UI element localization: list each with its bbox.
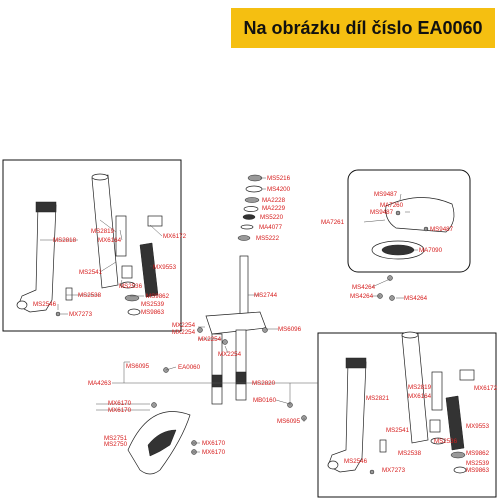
part-label: MX6170 bbox=[202, 440, 226, 447]
part-label: MS2541 bbox=[386, 427, 410, 434]
part-label: MS4200 bbox=[267, 186, 291, 193]
right-fork-spring bbox=[445, 395, 465, 451]
part-label: MS2818 bbox=[53, 237, 77, 244]
part-label: MS2750 bbox=[104, 441, 128, 448]
part-label: MS2819 bbox=[91, 228, 115, 235]
part-label: MX2254 bbox=[218, 351, 242, 358]
part-label: MS2546 bbox=[344, 458, 368, 465]
part-label: MX6164 bbox=[98, 237, 122, 244]
part-label: MS9863 bbox=[141, 309, 165, 316]
accessory-base bbox=[371, 240, 425, 260]
part-label: MS9862 bbox=[466, 450, 490, 457]
part-label: MA7090 bbox=[419, 247, 443, 254]
part-label: MS2744 bbox=[254, 292, 278, 299]
part-label: MX9553 bbox=[466, 423, 490, 430]
front-fender bbox=[127, 411, 191, 475]
part-label: MS2546 bbox=[33, 301, 57, 308]
part-label: MS2751 bbox=[104, 435, 128, 442]
part-label: MS2538 bbox=[78, 292, 102, 299]
part-label: MX6172 bbox=[474, 385, 498, 392]
part-label: MS5222 bbox=[256, 235, 280, 242]
part-label: MS2541 bbox=[79, 269, 103, 276]
left-fork-slider bbox=[16, 201, 57, 313]
banner-text: Na obrázku díl číslo EA0060 bbox=[243, 18, 483, 38]
part-label: MS6096 bbox=[278, 326, 302, 333]
part-label: MA4077 bbox=[259, 224, 283, 231]
part-label: MS2536 bbox=[119, 283, 143, 290]
steering-stack bbox=[237, 174, 263, 241]
part-label: MX6170 bbox=[108, 400, 132, 407]
part-label: MA7261 bbox=[321, 219, 345, 226]
left-fork-spring bbox=[139, 242, 159, 298]
left-fork-detail-box bbox=[2, 159, 182, 332]
left-fork-tube bbox=[91, 173, 119, 289]
part-label: MA2229 bbox=[262, 205, 286, 212]
part-label: EA0060 bbox=[178, 364, 201, 371]
part-label: MS2539 bbox=[466, 460, 490, 467]
part-label: MA7260 bbox=[380, 202, 404, 209]
part-label: MX6170 bbox=[202, 449, 226, 456]
part-label: MX6170 bbox=[108, 407, 132, 414]
part-label: MS2538 bbox=[398, 450, 422, 457]
part-label: MS9863 bbox=[466, 467, 490, 474]
right-fork-tube bbox=[401, 331, 429, 444]
part-label: MX7273 bbox=[382, 467, 406, 474]
part-label: MS4264 bbox=[350, 293, 374, 300]
part-label: MX6172 bbox=[163, 233, 187, 240]
part-label: MS2820 bbox=[252, 380, 276, 387]
accessory-detail-box bbox=[347, 169, 471, 273]
part-label: MX6164 bbox=[408, 393, 432, 400]
lead-lines bbox=[40, 177, 428, 453]
part-label: MX7273 bbox=[69, 311, 93, 318]
part-label: MS9487 bbox=[370, 209, 394, 216]
right-fork-small-parts bbox=[369, 369, 475, 475]
part-label: MX2254 bbox=[172, 322, 196, 329]
part-label: MS4264 bbox=[404, 295, 428, 302]
part-label: MS4264 bbox=[352, 284, 376, 291]
part-label: MS6095 bbox=[126, 363, 150, 370]
part-label: MS6095 bbox=[277, 418, 301, 425]
part-label: MS9862 bbox=[146, 293, 170, 300]
part-label: MS5216 bbox=[267, 175, 291, 182]
part-label: MS5220 bbox=[260, 214, 284, 221]
accessory-cover bbox=[385, 197, 455, 233]
part-number-banner: Na obrázku díl číslo EA0060 bbox=[231, 8, 495, 48]
part-label: MA4263 bbox=[88, 380, 112, 387]
part-label: MX9553 bbox=[153, 264, 177, 271]
part-label: MA2228 bbox=[262, 197, 286, 204]
part-label: MS9487 bbox=[374, 191, 398, 198]
part-label: MS2821 bbox=[366, 395, 390, 402]
part-labels: MS2818 MS2819 MX6164 MX6172 MX9553 MS254… bbox=[33, 175, 498, 474]
part-label: MS2536 bbox=[434, 438, 458, 445]
right-fork-slider bbox=[327, 357, 367, 473]
part-label: MB0160 bbox=[253, 397, 277, 404]
part-label: MS2539 bbox=[141, 301, 165, 308]
part-label: MX2254 bbox=[172, 329, 196, 336]
part-label: MX2254 bbox=[198, 336, 222, 343]
part-label: MS9487 bbox=[430, 226, 454, 233]
steering-stem bbox=[205, 255, 267, 405]
part-label: MS2819 bbox=[408, 384, 432, 391]
